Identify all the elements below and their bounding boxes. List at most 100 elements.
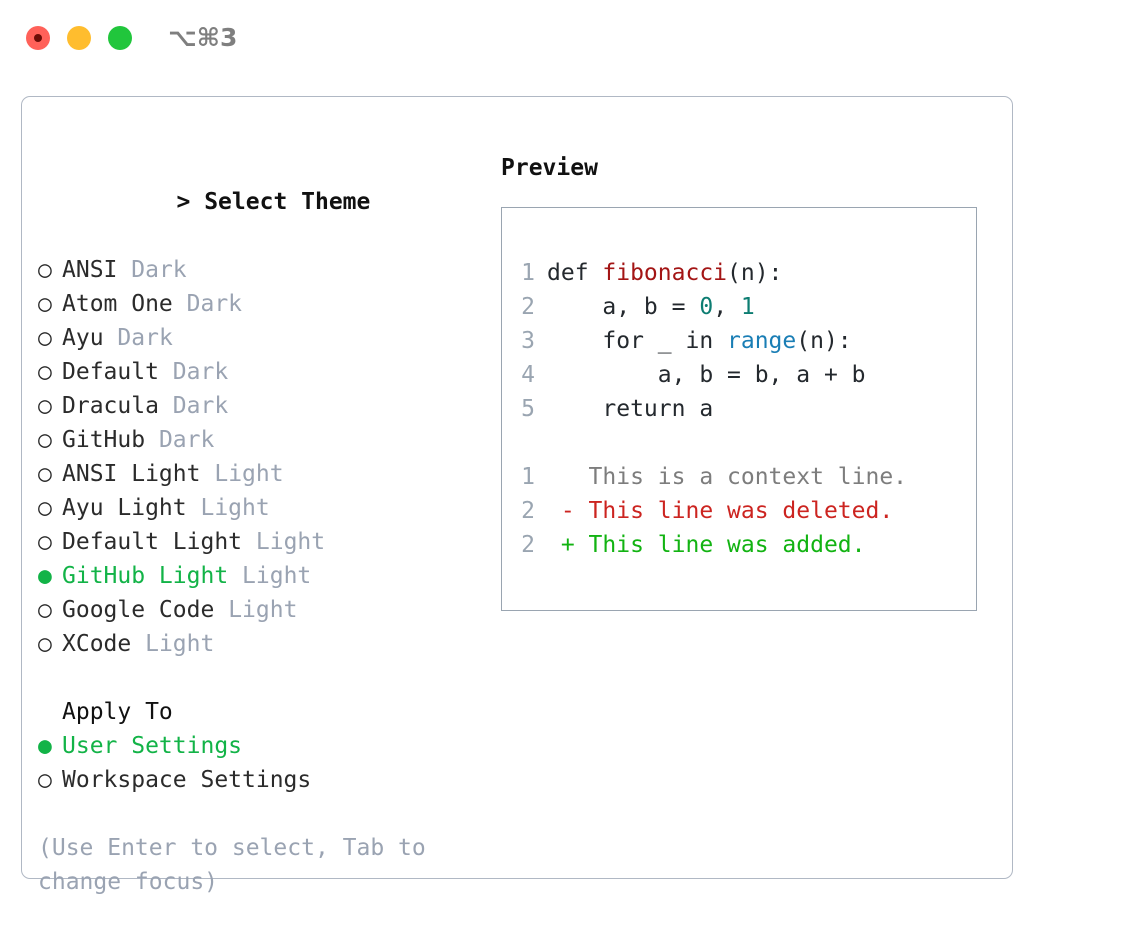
theme-selector-column: > Select Theme ○ANSI Dark○Atom One Dark○…	[38, 151, 488, 899]
code-line	[521, 426, 968, 460]
theme-item-tag: Dark	[186, 291, 243, 317]
code-token: return a	[547, 396, 714, 422]
radio-unselected-icon[interactable]: ○	[38, 427, 52, 453]
code-token: a, b =	[547, 294, 700, 320]
section-spacer	[38, 661, 488, 695]
code-token: 0	[699, 294, 714, 320]
line-number: 2	[521, 294, 535, 320]
radio-unselected-icon[interactable]: ○	[38, 461, 52, 487]
code-line: 2 + This line was added.	[521, 528, 968, 562]
keyboard-hint: (Use Enter to select, Tab to change focu…	[38, 835, 440, 895]
traffic-lights	[26, 26, 132, 50]
code-token: a, b = b, a + b	[547, 362, 866, 388]
hint-spacer	[38, 797, 488, 831]
radio-unselected-icon[interactable]: ○	[38, 393, 52, 419]
line-number: 2	[521, 532, 535, 558]
apply-to-item[interactable]: ○ Workspace Settings	[38, 763, 488, 797]
code-token: (n):	[796, 328, 852, 354]
radio-selected-icon[interactable]: ●	[38, 733, 52, 759]
code-token: fibonacci	[602, 260, 728, 286]
close-button-icon[interactable]	[26, 26, 50, 50]
code-line: 4 a, b = b, a + b	[521, 358, 968, 392]
code-token: 1	[740, 294, 755, 320]
theme-item-tag: Light	[200, 495, 270, 521]
code-token: + This line was added.	[547, 532, 866, 558]
theme-list-item[interactable]: ○ Atom One Dark	[38, 287, 488, 321]
theme-item-label: Atom One	[62, 291, 173, 317]
code-line: 5 return a	[521, 392, 968, 426]
radio-unselected-icon[interactable]: ○	[38, 257, 52, 283]
theme-list-item[interactable]: ○ Ayu Dark	[38, 321, 488, 355]
theme-list-item[interactable]: ○ XCode Light	[38, 627, 488, 661]
radio-unselected-icon[interactable]: ○	[38, 529, 52, 555]
theme-item-label: ANSI	[62, 257, 118, 283]
theme-item-tag: Light	[228, 597, 298, 623]
theme-list[interactable]: ○ANSI Dark○Atom One Dark○Ayu Dark○Defaul…	[38, 253, 488, 661]
theme-item-tag: Dark	[158, 427, 215, 453]
code-token: def	[547, 260, 603, 286]
radio-unselected-icon[interactable]: ○	[38, 597, 52, 623]
main-panel: > Select Theme ○ANSI Dark○Atom One Dark○…	[21, 96, 1013, 895]
code-line: 3 for _ in range(n):	[521, 324, 968, 358]
code-token: ,	[713, 294, 741, 320]
apply-to-list[interactable]: ● User Settings ○ Workspace Settings	[38, 729, 488, 797]
radio-unselected-icon[interactable]: ○	[38, 359, 52, 385]
apply-to-item-label: Workspace Settings	[62, 767, 312, 793]
code-line: 1 This is a context line.	[521, 460, 968, 494]
theme-item-tag: Dark	[117, 325, 173, 351]
line-number: 1	[521, 260, 535, 286]
theme-item-tag: Light	[242, 563, 312, 589]
theme-list-item[interactable]: ○ Dracula Dark	[38, 389, 488, 423]
code-token: range	[727, 328, 797, 354]
select-theme-header: > Select Theme	[38, 151, 488, 253]
theme-item-tag: Dark	[172, 359, 229, 385]
theme-item-tag: Dark	[131, 257, 187, 283]
code-line: 2 - This line was deleted.	[521, 494, 968, 528]
theme-item-tag: Light	[145, 631, 215, 657]
radio-unselected-icon[interactable]: ○	[38, 291, 52, 317]
line-number: 5	[521, 396, 535, 422]
theme-item-label: Ayu	[62, 325, 104, 351]
line-number: 2	[521, 498, 535, 524]
keyboard-shortcut-label: ⌥⌘3	[168, 23, 238, 52]
theme-list-item[interactable]: ○ ANSI Light Light	[38, 457, 488, 491]
theme-item-label: Google Code	[62, 597, 215, 623]
code-line: 2 a, b = 0, 1	[521, 290, 968, 324]
radio-unselected-icon[interactable]: ○	[38, 325, 52, 351]
apply-to-item[interactable]: ● User Settings	[38, 729, 488, 763]
line-number: 4	[521, 362, 535, 388]
theme-list-item[interactable]: ○Default Light Light	[38, 525, 488, 559]
code-token: for _ in	[547, 328, 728, 354]
minimize-button-icon[interactable]	[67, 26, 91, 50]
theme-list-item[interactable]: ● GitHub Light Light	[38, 559, 488, 593]
theme-list-item[interactable]: ○ Google Code Light	[38, 593, 488, 627]
apply-to-header: Apply To	[62, 699, 173, 725]
theme-item-tag: Dark	[172, 393, 229, 419]
theme-list-item[interactable]: ○ ANSI Dark	[38, 253, 488, 287]
radio-selected-icon[interactable]: ●	[38, 563, 52, 589]
zoom-button-icon[interactable]	[108, 26, 132, 50]
line-number: 1	[521, 464, 535, 490]
select-theme-header-label: Select Theme	[204, 189, 371, 215]
theme-item-label: ANSI Light	[62, 461, 201, 487]
theme-item-label: GitHub Light	[62, 563, 229, 589]
radio-unselected-icon[interactable]: ○	[38, 495, 52, 521]
theme-list-item[interactable]: ○Default Dark	[38, 355, 488, 389]
code-token: This is a context line.	[547, 464, 908, 490]
radio-unselected-icon[interactable]: ○	[38, 767, 52, 793]
theme-item-label: Default Light	[62, 529, 243, 555]
theme-item-tag: Light	[214, 461, 284, 487]
apply-to-item-label: User Settings	[62, 733, 243, 759]
title-bar: ⌥⌘3	[0, 0, 1140, 78]
theme-list-item[interactable]: ○GitHub Dark	[38, 423, 488, 457]
theme-list-item[interactable]: ○Ayu Light Light	[38, 491, 488, 525]
theme-item-label: XCode	[62, 631, 132, 657]
radio-unselected-icon[interactable]: ○	[38, 631, 52, 657]
preview-title: Preview	[501, 155, 598, 181]
theme-item-label: Dracula	[62, 393, 159, 419]
